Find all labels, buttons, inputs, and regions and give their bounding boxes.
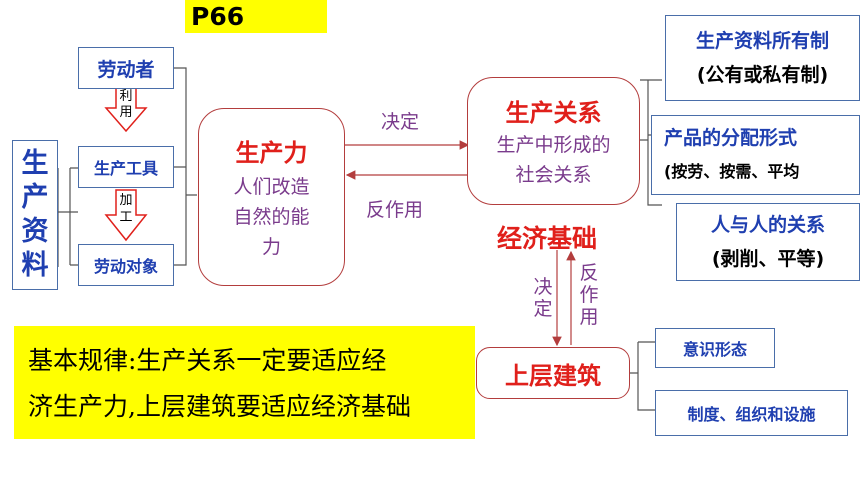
productive-forces-desc-line: 力 bbox=[261, 235, 281, 258]
react-label: 反作用 bbox=[366, 199, 424, 221]
items-to-forces-bracket bbox=[174, 67, 197, 266]
institutions-box: 制度、组织和设施 bbox=[655, 390, 848, 436]
tool-box: 生产工具 bbox=[78, 146, 174, 188]
distribution-box: 产品的分配形式 (按劳、按需、平均 bbox=[651, 115, 860, 195]
page-tag: P66 bbox=[185, 0, 327, 33]
means-char: 产 bbox=[21, 182, 49, 213]
react-vertical-label: 反 作 用 bbox=[579, 262, 599, 328]
use-label: 利 用 bbox=[119, 89, 133, 120]
ideology-box: 意识形态 bbox=[655, 328, 775, 368]
superstructure-title: 上层建筑 bbox=[505, 361, 601, 390]
down-arrow-process bbox=[104, 189, 148, 242]
relations-title: 生产关系 bbox=[505, 98, 602, 127]
relations-of-production-box: 生产关系 生产中形成的 社会关系 bbox=[467, 77, 640, 205]
decide-label: 决定 bbox=[381, 111, 420, 133]
ownership-box: 生产资料所有制 (公有或私有制) bbox=[665, 15, 860, 101]
down-arrow-use bbox=[104, 86, 148, 133]
process-label: 加 工 bbox=[119, 193, 133, 225]
relations-desc-line: 社会关系 bbox=[515, 163, 592, 186]
basic-law-line: 济生产力,上层建筑要适应经济基础 bbox=[28, 392, 411, 421]
basic-law-line: 基本规律:生产关系一定要适应经 bbox=[28, 346, 387, 375]
means-char: 资 bbox=[21, 216, 49, 247]
means-of-production-box: 生 产 资 料 bbox=[12, 140, 58, 290]
decide-vertical-label: 决 定 bbox=[533, 276, 553, 320]
productive-forces-box: 生产力 人们改造 自然的能 力 bbox=[198, 108, 345, 286]
object-box: 劳动对象 bbox=[78, 244, 174, 286]
laborer-box: 劳动者 bbox=[78, 47, 174, 89]
superstructure-box: 上层建筑 bbox=[476, 347, 630, 399]
left-bracket bbox=[57, 167, 78, 267]
means-char: 料 bbox=[21, 250, 49, 281]
relations-desc-line: 生产中形成的 bbox=[496, 133, 611, 156]
productive-forces-desc-line: 人们改造 bbox=[233, 175, 310, 198]
basic-law-box: 基本规律:生产关系一定要适应经 济生产力,上层建筑要适应经济基础 bbox=[14, 326, 475, 439]
productive-forces-desc-line: 自然的能 bbox=[233, 205, 310, 228]
means-char: 生 bbox=[21, 148, 49, 179]
human-relations-box: 人与人的关系 (剥削、平等) bbox=[676, 203, 860, 281]
economic-base-label: 经济基础 bbox=[497, 224, 598, 253]
productive-forces-title: 生产力 bbox=[235, 138, 308, 167]
superstructure-bracket bbox=[630, 341, 655, 411]
